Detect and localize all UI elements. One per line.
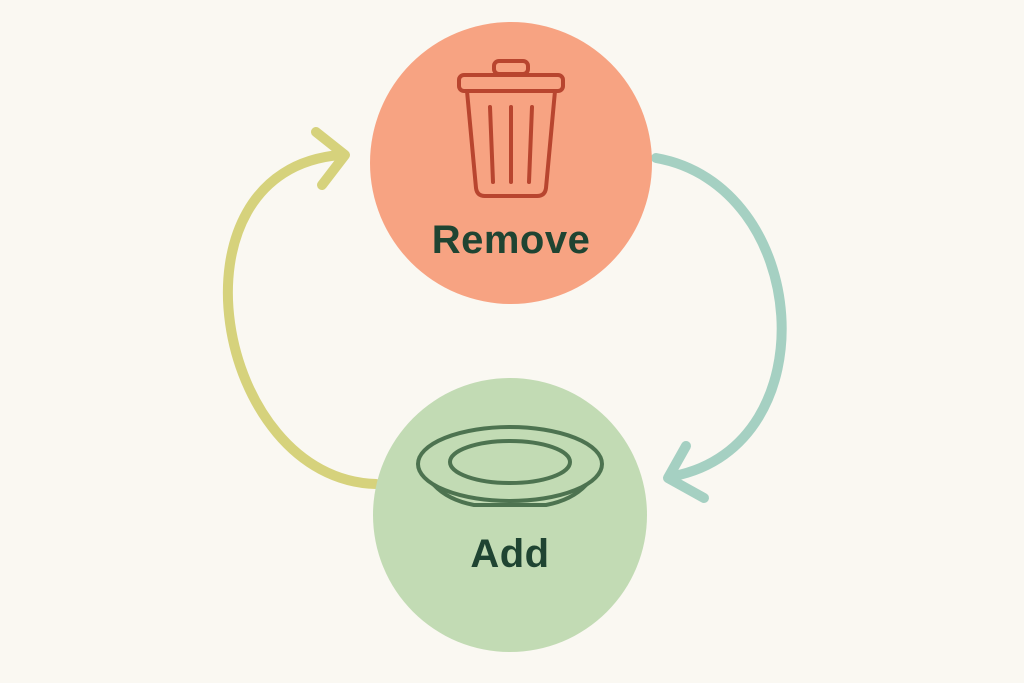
add-label: Add bbox=[470, 532, 550, 576]
trash-can-icon bbox=[370, 58, 652, 226]
arrow-add-to-remove-line bbox=[222, 150, 381, 489]
add-node: Add bbox=[373, 378, 647, 652]
arrow-remove-to-add-head bbox=[663, 441, 709, 503]
arrow-add-to-remove bbox=[222, 127, 381, 489]
arrow-remove-to-add bbox=[651, 153, 787, 503]
remove-node: Remove bbox=[370, 22, 652, 304]
arrow-remove-to-add-line bbox=[651, 153, 787, 481]
plate-icon bbox=[373, 422, 647, 518]
remove-label: Remove bbox=[431, 218, 591, 262]
arrow-add-to-remove-head bbox=[311, 127, 350, 190]
